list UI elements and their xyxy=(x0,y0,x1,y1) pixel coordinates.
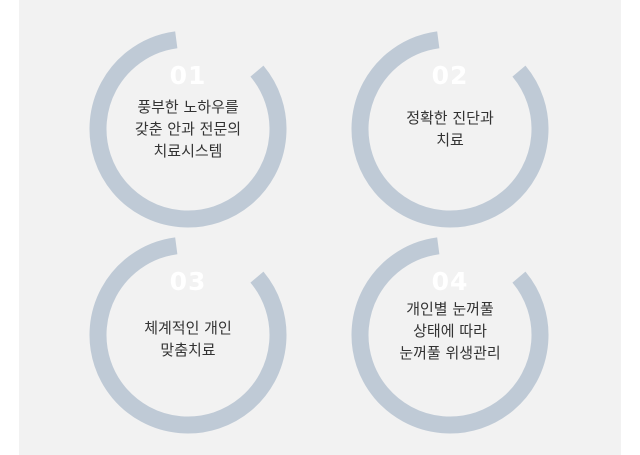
feature-text-line: 정확한 진단과 xyxy=(406,109,494,127)
feature-text-line: 풍부한 노하우를 xyxy=(137,98,239,116)
feature-card-01: 01 풍부한 노하우를 갖춘 안과 전문의 치료시스템 xyxy=(88,29,288,229)
feature-text-line: 개인별 눈꺼풀 xyxy=(406,300,494,318)
feature-text-line: 맞춤치료 xyxy=(160,341,216,359)
ring-icon xyxy=(89,30,287,228)
feature-number: 02 xyxy=(431,61,469,90)
feature-card-02: 02 정확한 진단과 치료 xyxy=(350,29,550,229)
feature-card-03: 03 체계적인 개인 맞춤치료 xyxy=(88,235,288,435)
feature-number: 01 xyxy=(169,61,207,90)
feature-text: 정확한 진단과 치료 xyxy=(370,107,530,151)
feature-text: 체계적인 개인 맞춤치료 xyxy=(108,317,268,361)
feature-number: 04 xyxy=(431,267,469,296)
feature-text: 풍부한 노하우를 갖춘 안과 전문의 치료시스템 xyxy=(108,96,268,162)
ring-icon xyxy=(89,236,287,434)
feature-text-line: 상태에 따라 xyxy=(413,322,487,340)
features-panel: 01 풍부한 노하우를 갖춘 안과 전문의 치료시스템 02 정확한 진단과 치… xyxy=(19,0,621,455)
feature-text-line: 치료 xyxy=(436,131,464,149)
feature-text-line: 눈꺼풀 위생관리 xyxy=(399,344,501,362)
ring-icon xyxy=(351,30,549,228)
feature-text-line: 갖춘 안과 전문의 xyxy=(134,120,242,138)
feature-text-line: 치료시스템 xyxy=(153,142,223,160)
feature-number: 03 xyxy=(169,267,207,296)
feature-text: 개인별 눈꺼풀 상태에 따라 눈꺼풀 위생관리 xyxy=(370,298,530,364)
feature-card-04: 04 개인별 눈꺼풀 상태에 따라 눈꺼풀 위생관리 xyxy=(350,235,550,435)
ring-icon xyxy=(351,236,549,434)
feature-text-line: 체계적인 개인 xyxy=(144,319,232,337)
